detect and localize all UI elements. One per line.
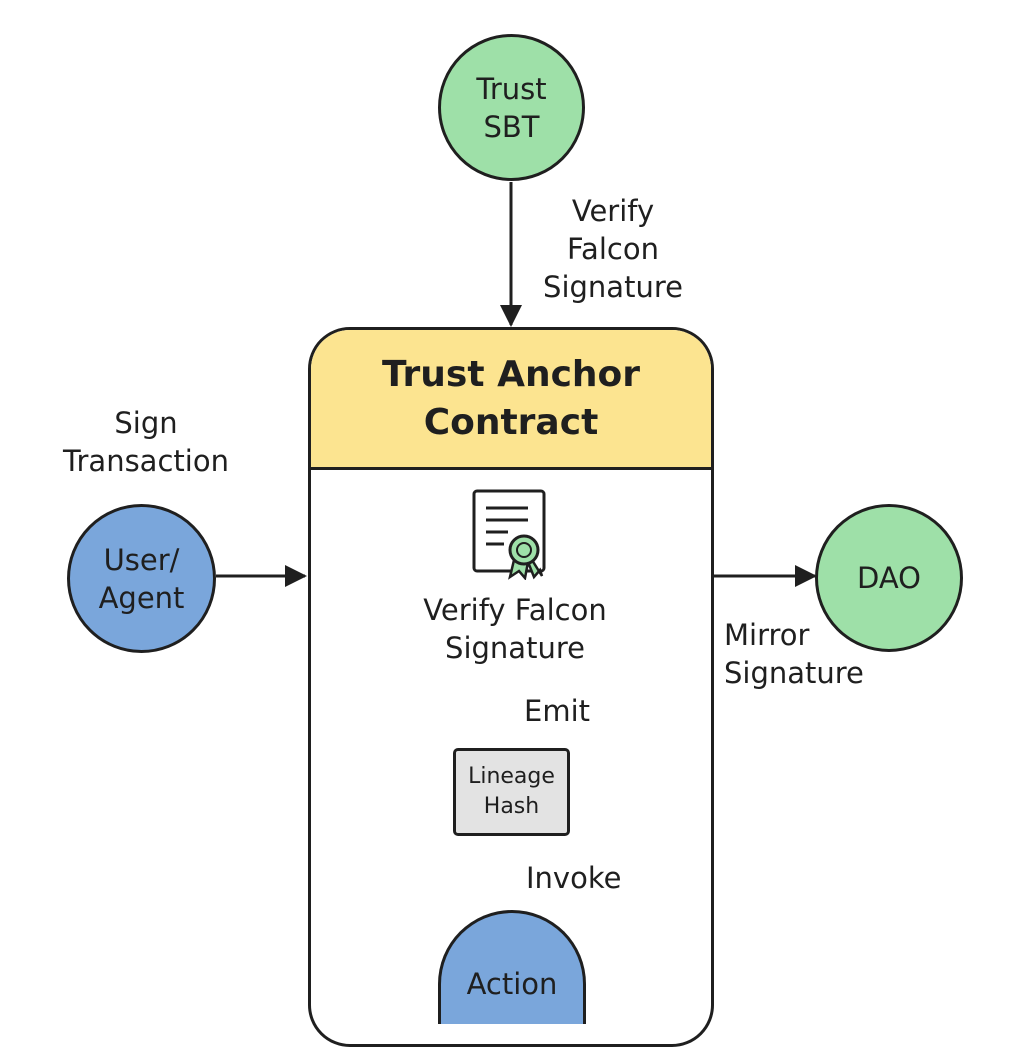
lineage-hash-box: Lineage Hash: [453, 748, 570, 836]
sbt-edge-label: Verify Falcon Signature: [543, 194, 683, 304]
action-label: Action: [466, 967, 558, 1001]
trust-sbt-node: Trust SBT: [438, 34, 585, 181]
user-agent-label: User/ Agent: [98, 542, 185, 615]
trust-anchor-contract: Trust Anchor Contract: [308, 327, 714, 1047]
certificate-icon: [472, 489, 546, 580]
lineage-hash-label: Lineage Hash: [468, 764, 555, 819]
inner-verify-label: Verify Falcon Signature: [423, 593, 607, 665]
invoke-label: Invoke: [526, 861, 622, 895]
dao-edge-label: Mirror Signature: [724, 618, 864, 690]
user-agent-node: User/ Agent: [67, 504, 216, 653]
contract-title: Trust Anchor Contract: [381, 353, 641, 443]
emit-label: Emit: [524, 694, 591, 728]
dao-label: DAO: [857, 561, 921, 595]
user-edge-label: Sign Transaction: [63, 406, 229, 478]
dao-node: DAO: [815, 504, 963, 652]
contract-header: Trust Anchor Contract: [311, 330, 711, 470]
trust-sbt-label: Trust SBT: [476, 71, 547, 144]
